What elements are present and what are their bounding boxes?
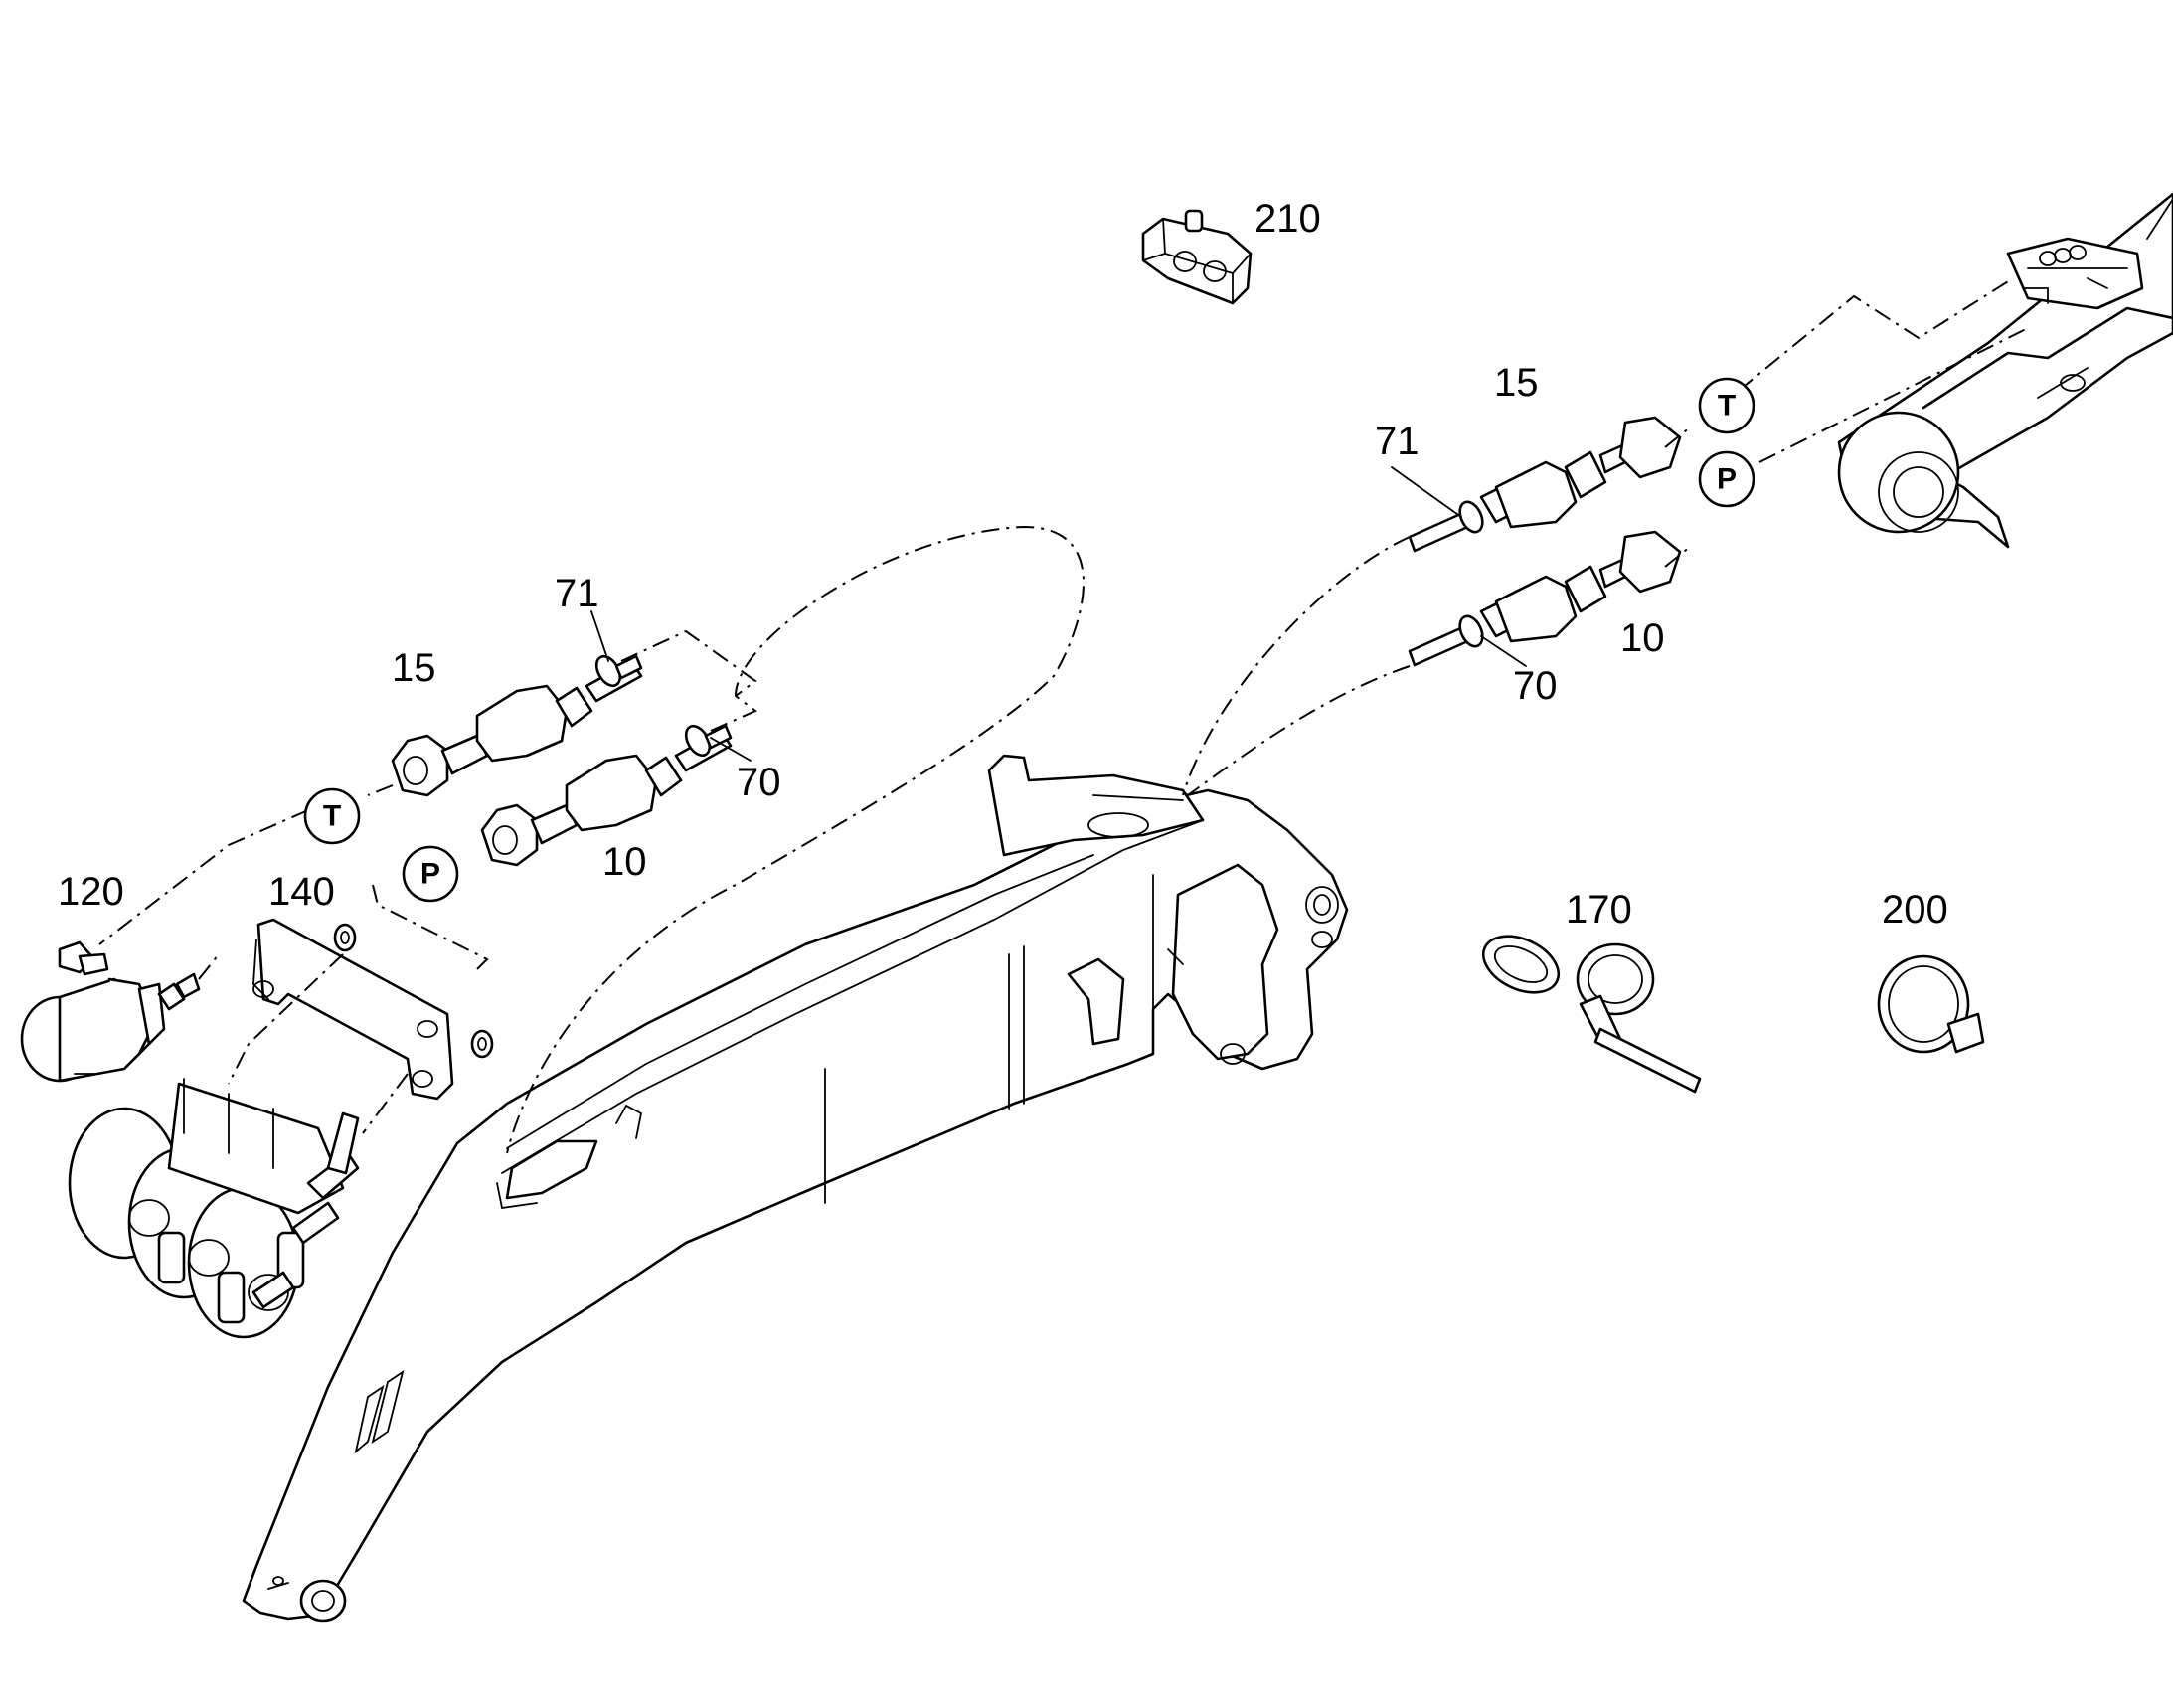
label-200: 200: [1882, 888, 1948, 932]
hose-clip-170: [1481, 935, 1702, 1094]
label-140: 140: [268, 870, 335, 914]
label-10-right: 10: [1620, 616, 1665, 660]
label-71-right: 71: [1375, 420, 1420, 463]
port-pressure-left: P: [402, 845, 459, 903]
svg-text:T: T: [1718, 390, 1736, 423]
label-210: 210: [1254, 197, 1321, 241]
label-70-right: 70: [1513, 664, 1558, 708]
part-callouts: 210 15 71 10 70 71 15 70 10 120 140 170 …: [58, 197, 1948, 932]
svg-text:T: T: [323, 800, 341, 833]
port-markers: T P T P: [303, 377, 1755, 903]
valve-bank: [68, 1078, 360, 1339]
label-15-left: 15: [392, 646, 436, 690]
label-120: 120: [58, 870, 124, 914]
band-clamp-200: [1877, 954, 1985, 1054]
port-pressure-right: P: [1698, 450, 1755, 508]
fitting-assembly-right-tank: [1408, 416, 1682, 553]
svg-text:P: P: [1717, 463, 1737, 496]
plate-140: [252, 918, 494, 1101]
connection-lines: [98, 277, 2029, 1154]
fitting-assembly-right-pressure: [1408, 530, 1682, 667]
port-tank-left: T: [303, 787, 361, 845]
label-70-left: 70: [737, 761, 781, 804]
label-71-left: 71: [555, 572, 599, 615]
fitting-assembly-left-tank: [391, 654, 643, 797]
label-170: 170: [1566, 888, 1632, 932]
label-15-right: 15: [1494, 361, 1539, 405]
valve-120: [20, 940, 201, 1083]
clamp-block-210: [1141, 209, 1253, 305]
boom-arm: [242, 754, 1349, 1623]
stick-arm: [1837, 192, 2173, 549]
svg-text:P: P: [420, 858, 440, 891]
label-10-left: 10: [602, 840, 647, 884]
leader-lines: [590, 466, 1527, 762]
port-tank-right: T: [1698, 377, 1755, 434]
